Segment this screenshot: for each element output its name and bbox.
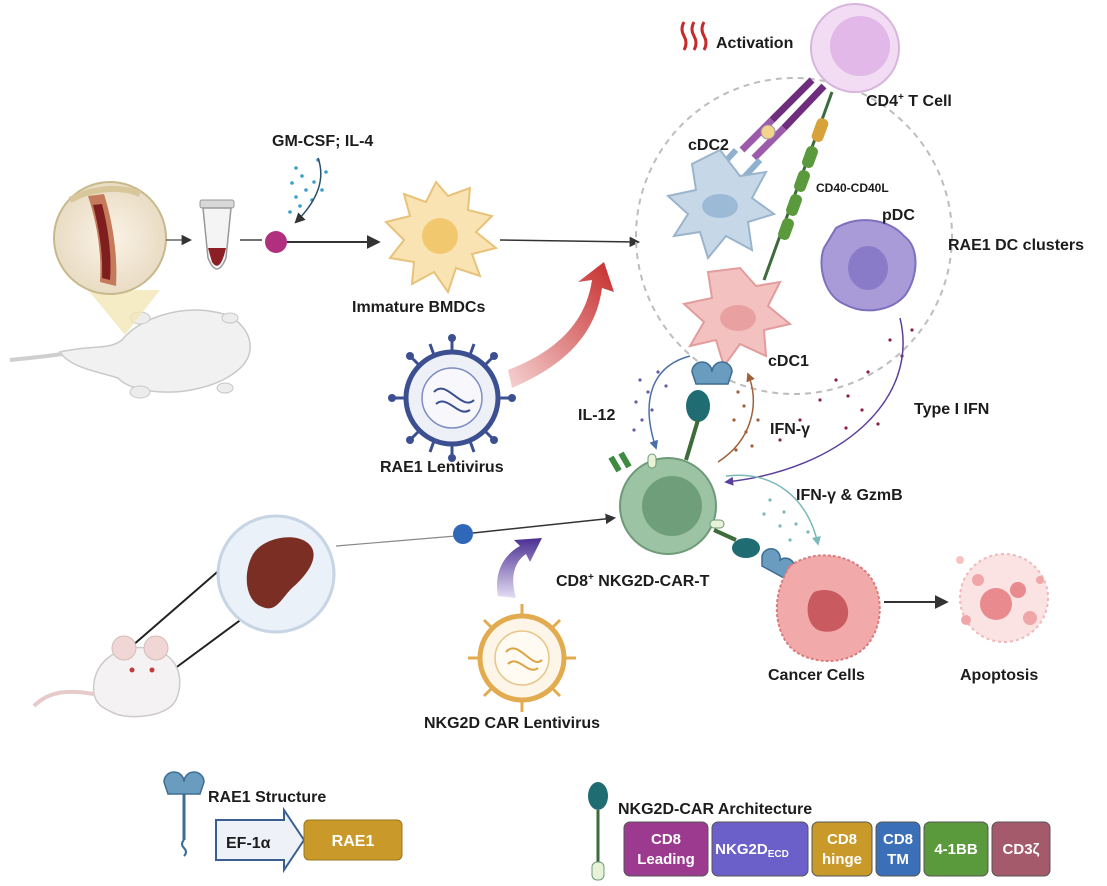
car-segment-label: NKG2DECD — [715, 841, 789, 860]
rae1-structure-label: RAE1 Structure — [208, 789, 326, 806]
recipient-mouse — [32, 635, 181, 718]
il12-label: IL-12 — [578, 407, 615, 424]
pdc-cell — [820, 219, 917, 312]
car-segment-box — [811, 821, 873, 877]
immature-bmdc-cell — [384, 180, 499, 295]
car-segment-box — [623, 821, 709, 877]
rae1-lentivirus-particle — [388, 334, 516, 462]
activation-icon — [680, 21, 708, 51]
ef1a-label: EF-1α — [226, 835, 271, 852]
car-segment-box — [991, 821, 1051, 877]
cd40-cd40l-complex — [762, 91, 834, 281]
rae1-structure-legend — [163, 771, 205, 857]
immature-bmdcs-label: Immature BMDCs — [352, 299, 485, 316]
car-t-cell — [608, 451, 725, 555]
transduction-arrow-purple — [496, 538, 542, 598]
car-segment-box — [875, 821, 921, 877]
apoptotic-cell — [956, 553, 1049, 643]
car-segment-box — [923, 821, 989, 877]
rae1-lentivirus-label: RAE1 Lentivirus — [380, 459, 504, 476]
car-segment-label: 4-1BB — [934, 841, 978, 858]
car-rae1-binding — [713, 528, 796, 579]
type1-ifn-arrow — [724, 317, 904, 486]
activation-label: Activation — [716, 35, 793, 52]
ef1a-promoter — [215, 806, 306, 874]
bone-marrow-inset — [53, 181, 167, 335]
gzmb-dots — [762, 498, 810, 542]
car-segment-box — [711, 821, 809, 877]
gm-csf-label: GM-CSF; IL-4 — [272, 133, 373, 150]
tcell-node — [453, 524, 473, 544]
nkg2d-car-lentivirus-particle — [468, 604, 576, 712]
cdc1-label: cDC1 — [768, 353, 809, 370]
rae1-gene-box — [303, 819, 403, 861]
pdc-label: pDC — [882, 207, 915, 224]
car-t-label: CD8+ NKG2D-CAR-T — [556, 572, 710, 590]
car-segment-label: CD3ζ — [1003, 841, 1040, 858]
car-architecture-label: NKG2D-CAR Architecture — [618, 801, 812, 818]
cytokine-dots — [288, 158, 328, 214]
apoptosis-label: Apoptosis — [960, 667, 1038, 684]
rae1-nkg2d-synapse — [684, 361, 733, 461]
cd4-t-cell-label: CD4+ T Cell — [866, 92, 952, 110]
car-architecture-icon — [588, 782, 608, 881]
cdc2-cell — [665, 148, 777, 261]
cancer-cells-label: Cancer Cells — [768, 667, 865, 684]
il12-arrow — [648, 355, 691, 450]
cd40-label: CD40-CD40L — [816, 181, 889, 195]
type1-ifn-label: Type I IFN — [914, 401, 989, 418]
cytokine-arrow — [294, 157, 322, 224]
il12-dots — [632, 370, 668, 432]
ifn-gamma-label: IFN-γ — [770, 421, 810, 438]
transduction-arrow-red — [508, 262, 614, 388]
cd4-t-cell — [810, 3, 900, 93]
cdc1-cell — [681, 266, 793, 369]
to-dc-cluster-arrow — [499, 236, 641, 248]
cancer-cell — [775, 554, 881, 662]
cdc2-label: cDC2 — [688, 137, 729, 154]
collection-tube — [199, 199, 235, 270]
rae1-gene-label: RAE1 — [332, 833, 375, 850]
dc-cluster-boundary — [635, 77, 953, 395]
type1-ifn-dots — [778, 328, 914, 442]
ifn-gzmb-label: IFN-γ & GzmB — [796, 487, 903, 504]
spleen-line — [335, 535, 457, 547]
ifn-gamma-arrow — [717, 372, 755, 463]
nkg2d-car-lentivirus-label: NKG2D CAR Lentivirus — [424, 715, 600, 732]
ifn-gamma-dots — [732, 390, 760, 452]
donor-mouse-illustration — [9, 309, 251, 399]
to-car-t-arrow — [472, 513, 617, 534]
rae1-dc-clusters-label: RAE1 DC clusters — [948, 237, 1084, 254]
culture-node — [265, 231, 287, 253]
spleen-inset — [131, 514, 336, 673]
ifn-gzmb-arrow — [725, 474, 821, 546]
